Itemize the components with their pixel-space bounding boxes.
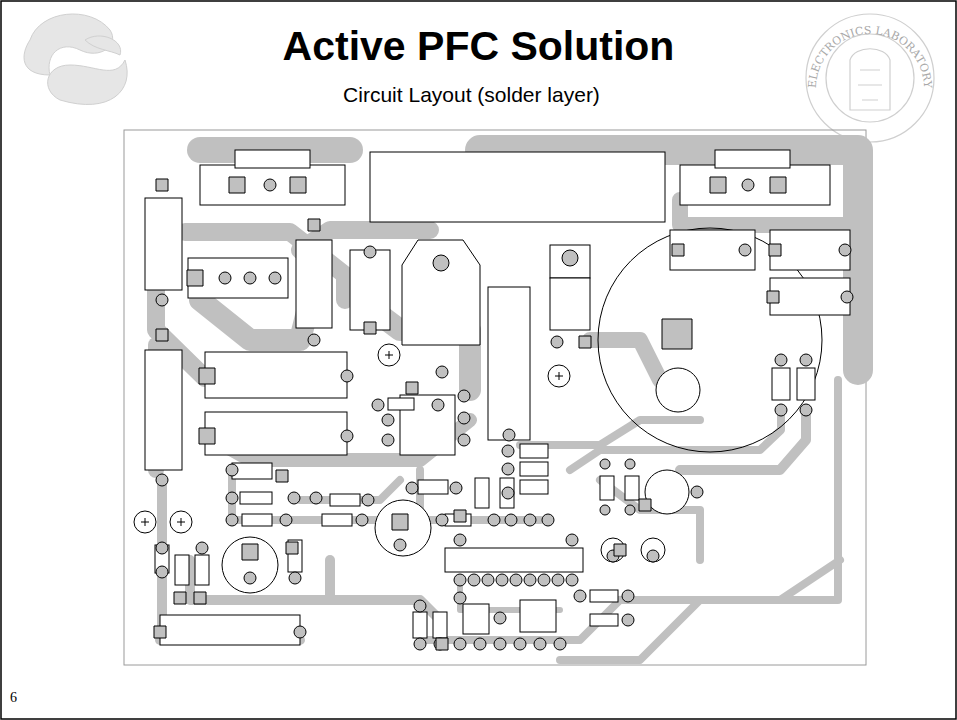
seal-text-layer: ELECTRONICS LABORATORY (800, 8, 940, 148)
resistor-symbol (433, 612, 447, 638)
round-pads (156, 179, 853, 650)
resistor-symbol (175, 555, 189, 585)
component-outline (160, 615, 300, 645)
logo-shape (48, 60, 128, 104)
component-outline (488, 287, 530, 440)
resistor-symbol (330, 494, 360, 506)
connector-outline (235, 150, 310, 168)
trace (590, 340, 660, 380)
transistor-outline (550, 278, 590, 330)
connector-outline (715, 150, 790, 168)
component-outline (350, 250, 390, 330)
resistor-symbol (520, 480, 548, 494)
resistor-symbol (195, 555, 209, 585)
heatsink-outline (370, 152, 665, 222)
board-outline (124, 130, 866, 665)
slide-title: Active PFC Solution (0, 22, 957, 70)
slide-subtitle: Circuit Layout (solder layer) (0, 82, 950, 108)
component-outlines (134, 150, 850, 645)
resistor-symbol (590, 614, 618, 626)
resistor-symbol (463, 604, 489, 634)
seal-emblem (806, 14, 934, 142)
copper-traces (156, 150, 858, 660)
resistor-symbol (520, 444, 548, 458)
component-outline (145, 350, 182, 470)
trace (560, 560, 840, 660)
component-outline (145, 198, 182, 290)
component-outline (645, 470, 689, 514)
resistor-symbol (418, 480, 448, 494)
component-outline (770, 230, 850, 270)
capacitor-outline (205, 352, 347, 398)
seal-figure (850, 49, 890, 110)
resistor-symbol (322, 514, 352, 526)
component-outline (770, 278, 850, 315)
resistor-symbol (625, 476, 639, 500)
resistor-symbol (520, 600, 556, 632)
resistor-symbol (242, 514, 272, 526)
page-number: 6 (10, 689, 17, 707)
resistor-symbol (413, 612, 427, 638)
resistor-symbol (240, 492, 272, 504)
connector-outline (680, 165, 830, 205)
ic-outline (445, 548, 583, 572)
trace (325, 560, 335, 600)
resistor-symbol (590, 590, 618, 602)
trace (520, 420, 700, 445)
trace (420, 600, 620, 640)
seal-watermark: ELECTRONICS LABORATORY (806, 24, 934, 89)
inductor-core (656, 368, 700, 412)
resistor-symbol (520, 462, 548, 476)
trace (200, 300, 310, 340)
component-outline (296, 240, 332, 328)
resistor-symbol (475, 478, 489, 508)
capacitor-outline (205, 412, 347, 455)
resistor-symbol (772, 368, 790, 400)
resistor-symbol (388, 398, 414, 410)
logo-shape (85, 36, 121, 55)
seal-ring (806, 14, 934, 142)
logo-swirl (24, 14, 127, 104)
resistor-symbol (600, 476, 614, 500)
trace (420, 470, 540, 520)
square-pads (154, 177, 786, 650)
resistor-symbol (797, 368, 815, 400)
